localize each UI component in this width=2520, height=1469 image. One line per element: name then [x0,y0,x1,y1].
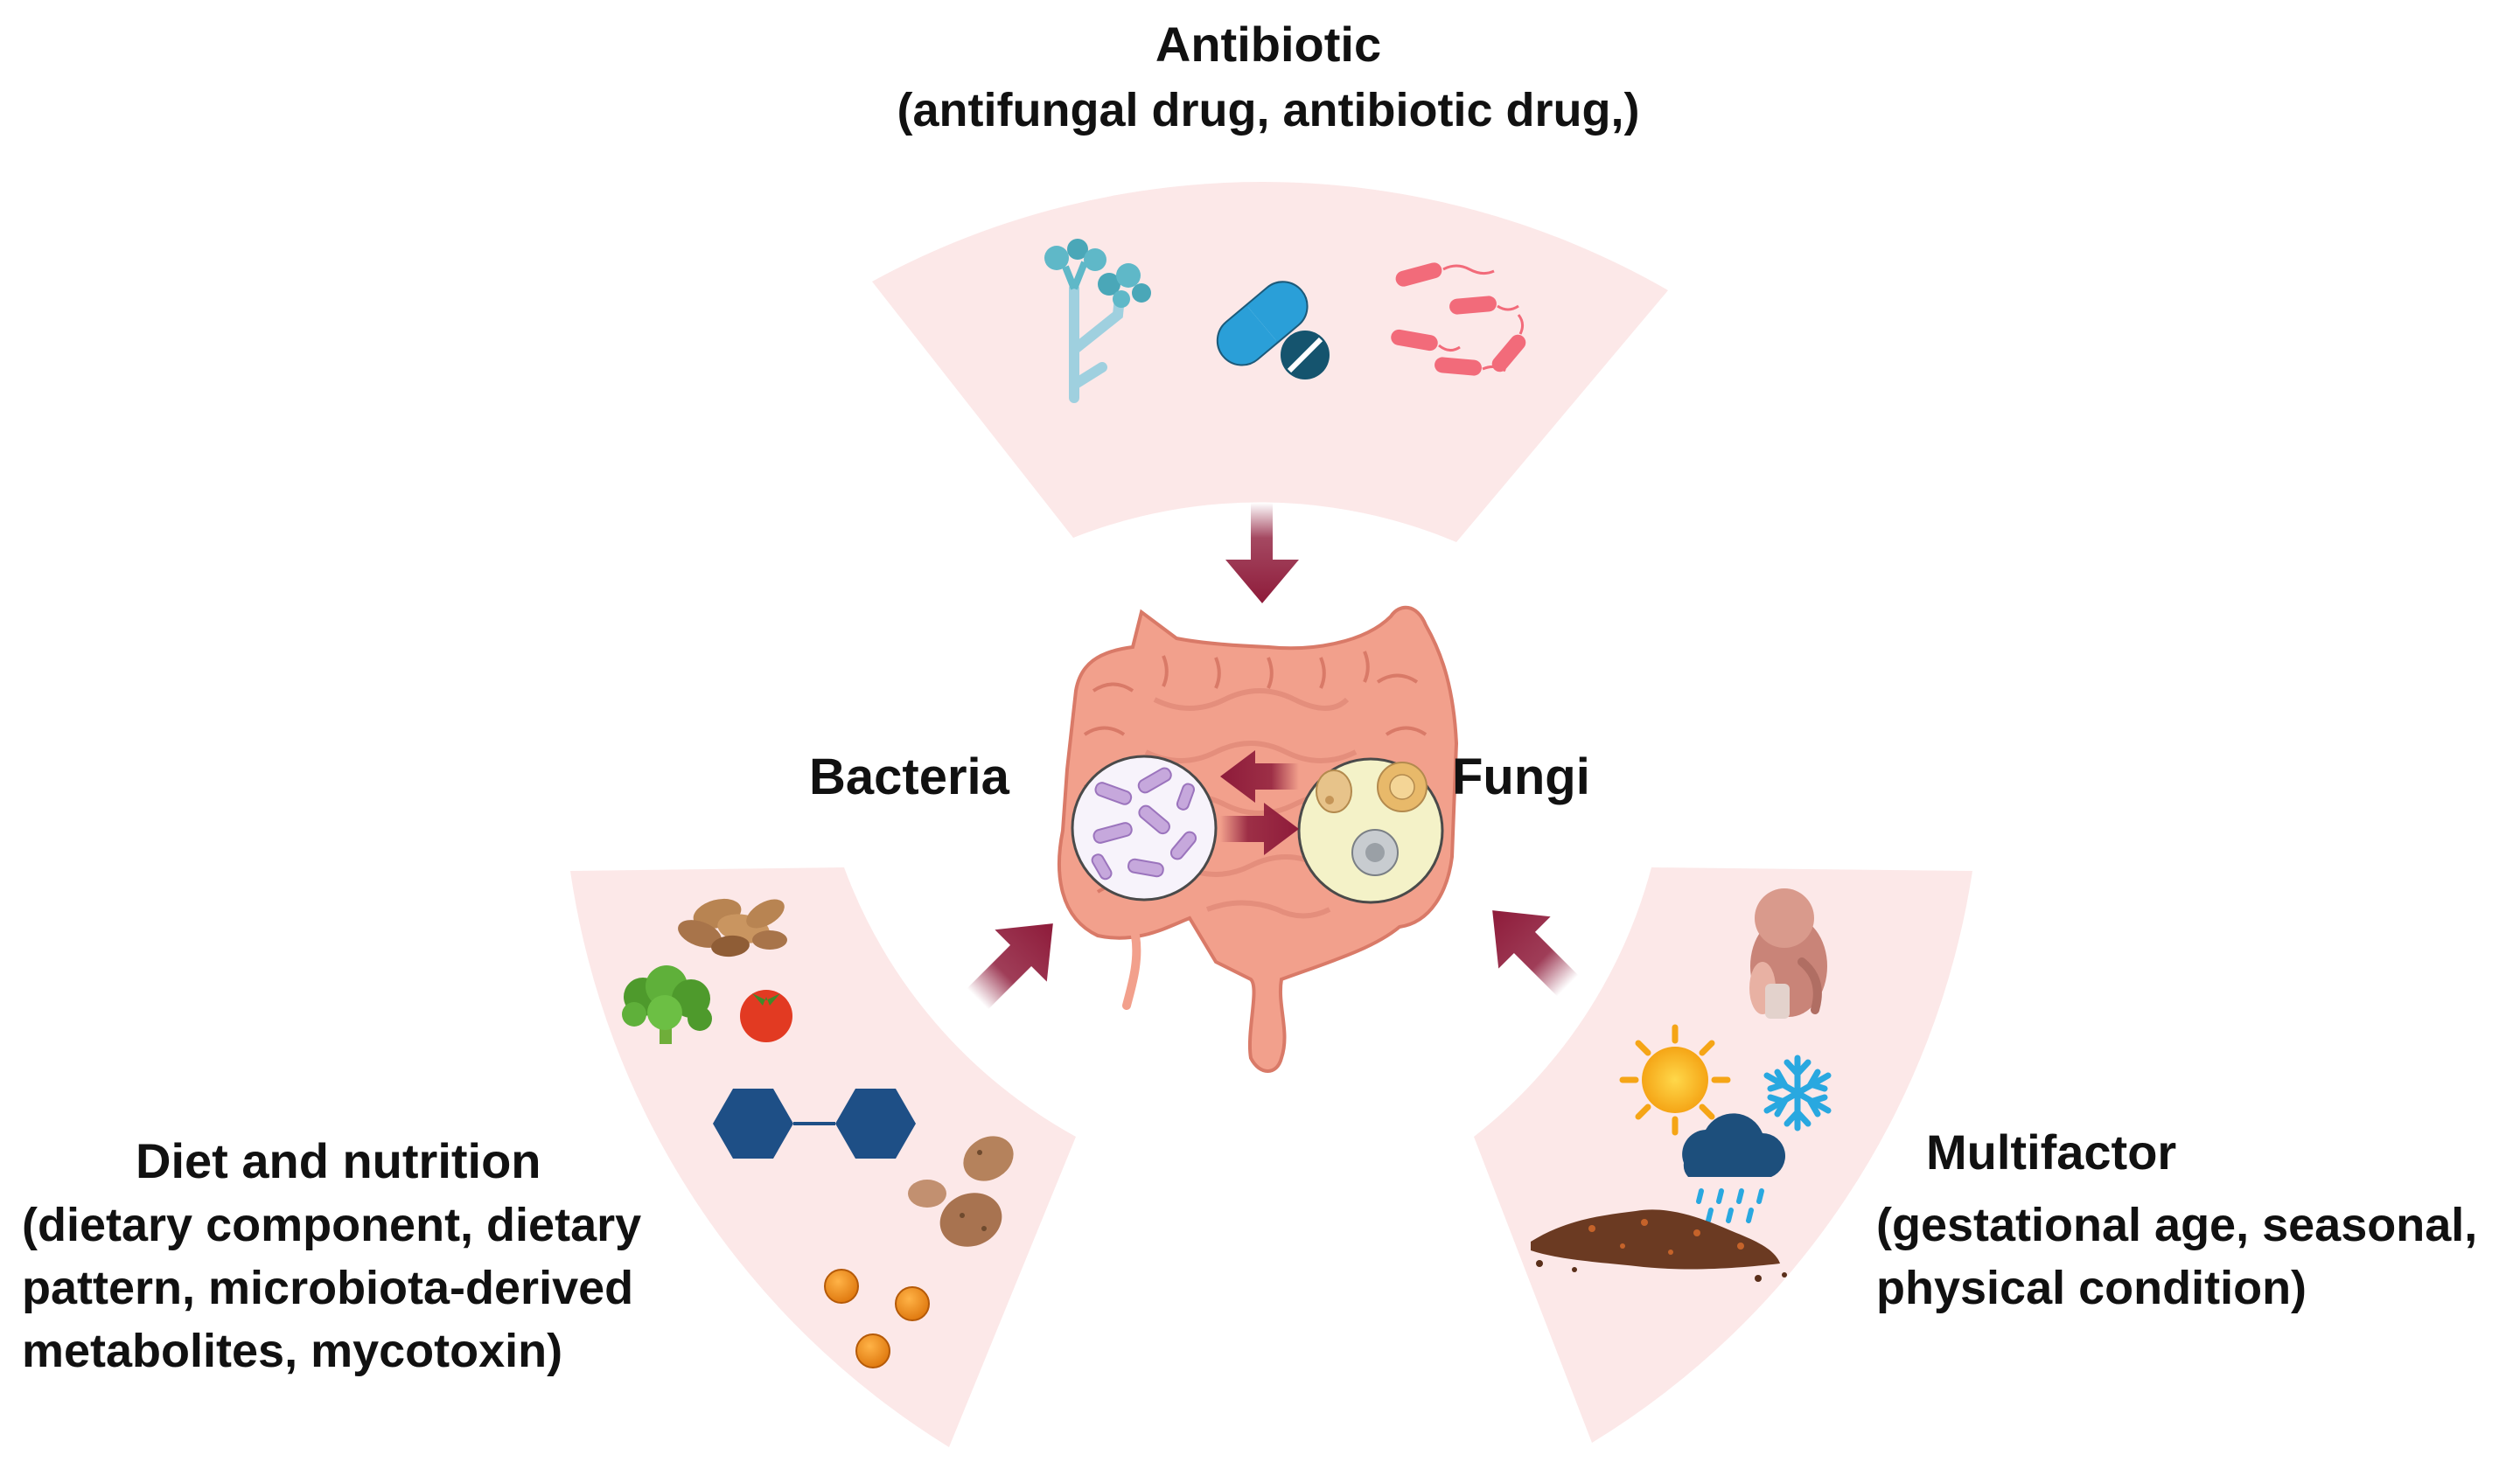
fungus-mold-icon [1044,239,1151,403]
antibiotic-title: Antibiotic [1155,17,1382,72]
diet-arrow [967,923,1053,1010]
tomato-icon [740,990,792,1042]
snowflake-icon [1763,1055,1832,1131]
antibiotic-subtitle: (antifungal drug, antibiotic drug,) [897,84,1640,136]
soil-icon [1531,1209,1787,1282]
multifactor-arrow [1492,910,1579,997]
fungi-label: Fungi [1452,748,1590,805]
fetus-icon [1749,888,1827,1019]
orange-berries-icon [824,1269,930,1368]
sun-icon [1619,1024,1731,1136]
fungi-lens [1297,757,1444,904]
capsule-pill-icon [1216,281,1330,379]
diet-subtitle-line-3: metabolites, mycotoxin) [22,1325,563,1377]
multifactor-subtitle-line-2: physical condition) [1876,1262,2307,1314]
diet-subtitle-line-1: (dietary component, dietary [22,1199,642,1251]
exchange-arrows [1220,750,1299,855]
diet-subtitle-line-2: pattern, microbiota-derived [22,1262,634,1314]
diet-title: Diet and nutrition [136,1133,541,1188]
potatoes-icon [908,1136,1014,1247]
multifactor-subtitle-line-1: (gestational age, seasonal, [1876,1199,2478,1251]
bacteria-rods-icon [1391,262,1526,376]
bacteria-lens [1071,755,1218,902]
broccoli-icon [622,965,712,1044]
antibiotic-arrow [1225,503,1299,603]
molecule-icon [713,1089,916,1159]
rain-cloud-icon [1682,1113,1785,1223]
bacteria-label: Bacteria [809,748,1009,805]
peanuts-icon [678,898,787,957]
multifactor-title: Multifactor [1926,1124,2177,1180]
antibiotic-sector [872,182,1668,542]
